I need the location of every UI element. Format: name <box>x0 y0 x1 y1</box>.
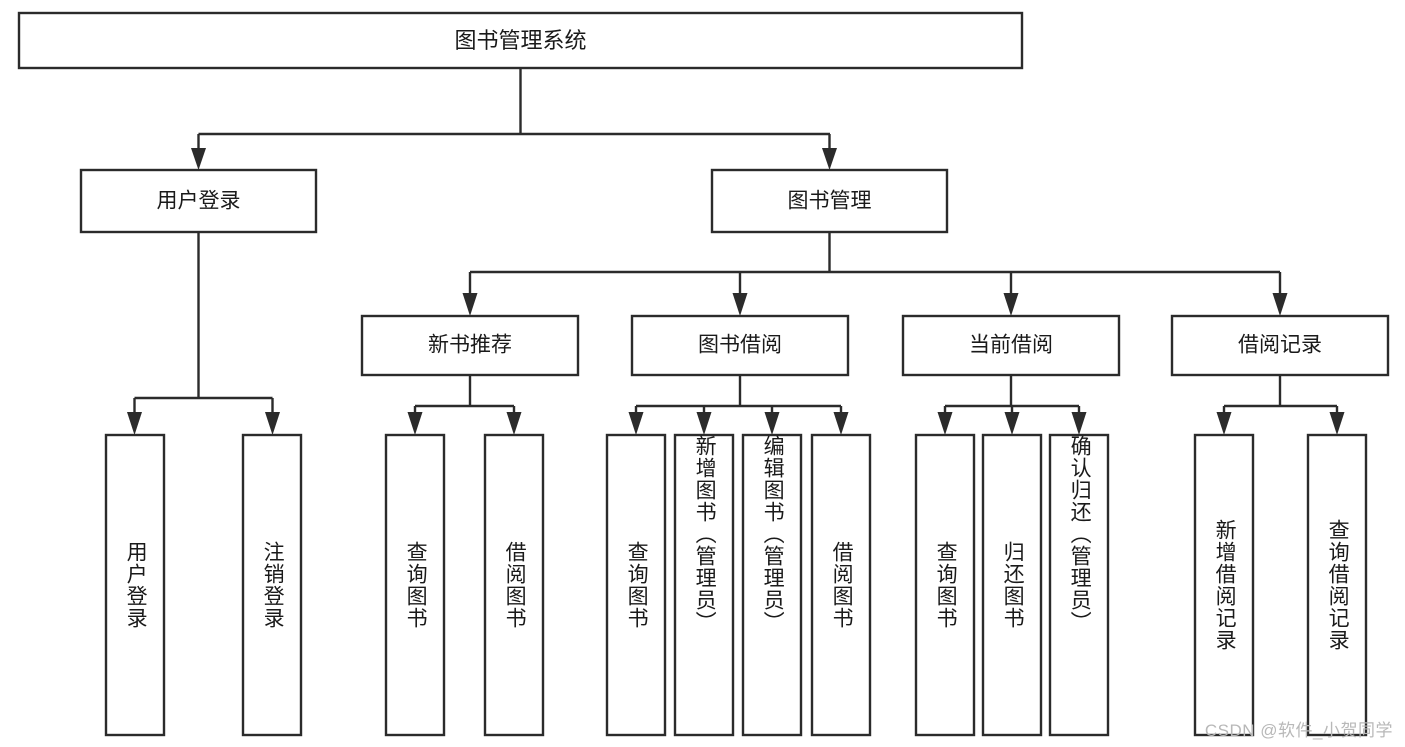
arrow-head-leaf-borrow-book-2 <box>833 412 849 435</box>
arrow-head-leaf-query-book-3 <box>937 412 953 435</box>
node-leaf-query-book-1-box[interactable] <box>384 433 446 737</box>
node-book-manage[interactable]: 图书管理 <box>710 168 949 234</box>
node-new-book-rec-box[interactable] <box>360 314 580 377</box>
node-leaf-query-record-box[interactable] <box>1306 433 1368 737</box>
arrow-head-current-borrow <box>1003 293 1019 316</box>
arrow-head-leaf-confirm-return <box>1071 412 1087 435</box>
node-current-borrow[interactable]: 当前借阅 <box>901 314 1121 377</box>
node-leaf-borrow-book-2-box[interactable] <box>810 433 872 737</box>
arrow-head-leaf-query-book-2 <box>628 412 644 435</box>
node-current-borrow-label: 当前借阅 <box>969 334 1053 357</box>
arrow-head-leaf-borrow-book-1 <box>506 412 522 435</box>
node-new-book-rec[interactable]: 新书推荐 <box>360 314 580 377</box>
arrow-head-user-login <box>191 148 206 170</box>
arrow-head-new-book-rec <box>462 293 478 316</box>
arrow-head-leaf-edit-book <box>764 412 780 435</box>
arrow-head-book-manage <box>822 148 837 170</box>
arrow-head-leaf-user-login <box>127 412 142 435</box>
arrow-head-leaf-query-record <box>1329 412 1345 435</box>
watermark: CSDN @软件_小贺同学 <box>1204 721 1393 740</box>
node-root-box[interactable] <box>17 11 1024 70</box>
connectors <box>127 68 1345 435</box>
arrow-head-leaf-add-record <box>1216 412 1232 435</box>
node-leaf-add-book-box[interactable] <box>673 433 735 737</box>
node-leaf-logout-box[interactable] <box>241 433 303 737</box>
node-leaf-edit-book-box[interactable] <box>741 433 803 737</box>
node-leaf-borrow-book-1-box[interactable] <box>483 433 545 737</box>
node-leaf-query-book-2-box[interactable] <box>605 433 667 737</box>
node-book-manage-label: 图书管理 <box>788 190 872 213</box>
node-user-login-label: 用户登录 <box>157 190 241 213</box>
arrow-head-leaf-logout <box>265 412 280 435</box>
node-borrow-record-label: 借阅记录 <box>1238 334 1322 357</box>
node-user-login-box[interactable] <box>79 168 318 234</box>
node-new-book-rec-label: 新书推荐 <box>428 334 512 357</box>
node-leaf-query-book-3-box[interactable] <box>914 433 976 737</box>
arrow-head-book-borrow <box>732 293 748 316</box>
arrow-head-leaf-add-book <box>696 412 712 435</box>
node-borrow-record[interactable]: 借阅记录 <box>1170 314 1390 377</box>
node-book-manage-box[interactable] <box>710 168 949 234</box>
node-leaf-return-book-box[interactable] <box>981 433 1043 737</box>
node-leaf-confirm-return-box[interactable] <box>1048 433 1110 737</box>
node-book-borrow-label: 图书借阅 <box>698 334 782 357</box>
node-leaf-user-login-box[interactable] <box>104 433 166 737</box>
node-current-borrow-box[interactable] <box>901 314 1121 377</box>
node-leaf-add-record-box[interactable] <box>1193 433 1255 737</box>
node-root-label: 图书管理系统 <box>454 28 586 53</box>
node-root[interactable]: 图书管理系统 <box>17 11 1024 70</box>
node-user-login[interactable]: 用户登录 <box>79 168 318 234</box>
node-book-borrow-box[interactable] <box>630 314 850 377</box>
arrow-head-leaf-return-book <box>1004 412 1020 435</box>
node-borrow-record-box[interactable] <box>1170 314 1390 377</box>
arrow-head-borrow-record <box>1272 293 1288 316</box>
node-book-borrow[interactable]: 图书借阅 <box>630 314 850 377</box>
arrow-head-leaf-query-book-1 <box>407 412 423 435</box>
